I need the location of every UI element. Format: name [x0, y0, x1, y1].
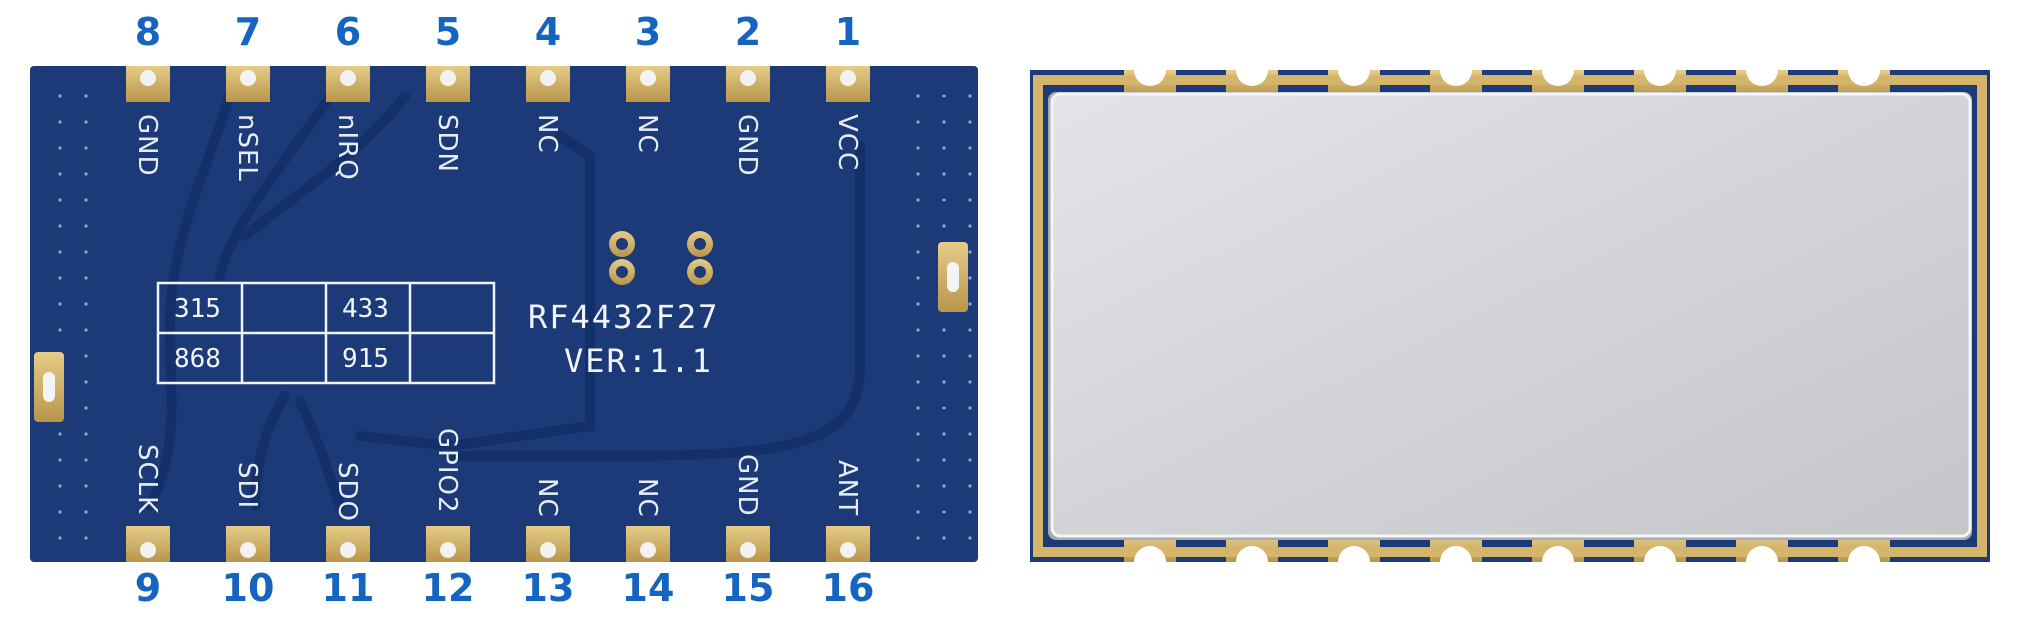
module-shield-view: [1030, 66, 1990, 566]
model-label: RF4432F27: [528, 298, 720, 336]
bottom-pin-label-15: GND: [732, 454, 762, 517]
top-pin-label-1: VCC: [832, 114, 862, 172]
bottom-pin-number-11: 11: [321, 566, 375, 610]
top-pin-number-4: 4: [534, 10, 562, 54]
top-pin-label-5: SDN: [432, 114, 462, 173]
bottom-pin-label-9: SCLK: [132, 444, 162, 515]
freq-cell-315: 315: [174, 294, 221, 324]
shield-board: [1030, 70, 1990, 562]
bottom-pin-number-13: 13: [521, 566, 575, 610]
freq-cell-868: 868: [174, 344, 221, 374]
bottom-pin-number-9: 9: [134, 566, 162, 610]
bottom-pin-number-12: 12: [421, 566, 475, 610]
bottom-pin-label-12: GPIO2: [432, 428, 462, 514]
bottom-pin-number-10: 10: [221, 566, 275, 610]
top-pin-label-2: GND: [732, 114, 762, 177]
top-pin-number-5: 5: [434, 10, 462, 54]
version-label: VER:1.1: [564, 342, 713, 380]
freq-cell-433: 433: [342, 294, 389, 324]
bottom-pin-label-10: SDI: [232, 462, 262, 510]
top-pin-number-8: 8: [134, 10, 162, 54]
top-pin-number-6: 6: [334, 10, 362, 54]
module-front-view: 315 433 868 915 RF4432F27 VER:1.1 GND nS…: [30, 66, 978, 562]
top-pin-number-1: 1: [834, 10, 862, 54]
top-pin-number-2: 2: [734, 10, 762, 54]
top-pin-number-3: 3: [634, 10, 662, 54]
top-pin-label-3: NC: [632, 114, 662, 154]
top-pin-label-8: GND: [132, 114, 162, 177]
bottom-pin-label-13: NC: [532, 478, 562, 518]
top-pin-number-7: 7: [234, 10, 262, 54]
bottom-pin-label-11: SDO: [332, 462, 362, 522]
bottom-pin-label-16: ANT: [832, 460, 862, 517]
bottom-pin-label-14: NC: [632, 478, 662, 518]
top-pin-label-6: nIRQ: [332, 114, 362, 181]
top-pin-label-4: NC: [532, 114, 562, 154]
top-pin-label-7: nSEL: [232, 114, 262, 182]
bottom-pin-number-14: 14: [621, 566, 675, 610]
freq-cell-915: 915: [342, 344, 389, 374]
bottom-pin-number-16: 16: [821, 566, 875, 610]
bottom-pin-number-15: 15: [721, 566, 775, 610]
pcb-front-board: [30, 66, 978, 562]
